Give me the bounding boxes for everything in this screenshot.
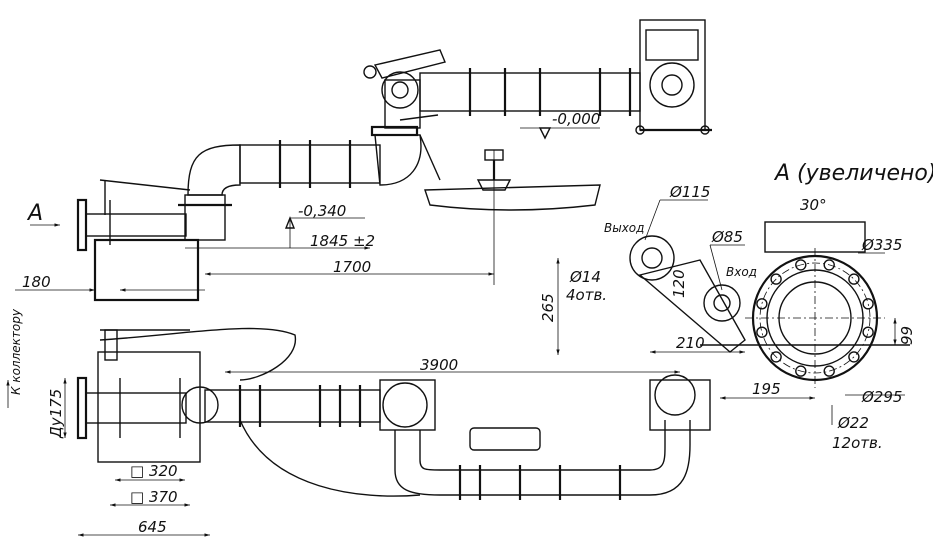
dimension-320: □ 320 [130,462,178,480]
bolt-hole [848,273,860,285]
section-label: A [26,201,43,226]
dimension-180: 180 [22,273,51,291]
dimension-295: Ø295 [861,388,902,406]
dimension-99: 99 [898,326,916,345]
dimension-370: □ 370 [130,488,178,506]
bolt-hole [823,365,835,377]
dimension-3900: 3900 [420,356,458,374]
dimension-22: Ø22 [837,414,869,432]
dimension-210: 210 [676,334,705,352]
outlet-label: Выход [604,221,644,235]
dimension-115: Ø115 [669,183,710,201]
bolt-hole [823,259,835,271]
bolt-hole [795,365,807,377]
dimension-1700: 1700 [333,258,371,276]
dimension-195: 195 [752,380,781,398]
dimension-30deg: 30° [800,196,827,214]
dimension-22-holes: 12отв. [832,434,883,452]
side-view [15,19,712,302]
dimension-85: Ø85 [711,228,743,246]
dimension-120: 120 [670,269,688,298]
dimension-14-holes: 4отв. [566,286,607,304]
bolt-hole [770,351,782,363]
to-collector-label: К коллектору [9,308,23,395]
dimension-265: 265 [539,293,557,322]
dimension-dy175: Ду175 [47,389,65,439]
inlet-label: Вход [726,265,757,279]
dimension-645: 645 [138,518,167,536]
bolt-hole [862,326,874,338]
elevation-mid: -0,340 [298,202,346,220]
plan-view [6,327,711,537]
bolt-hole [795,259,807,271]
detail-view-a [556,199,910,425]
dimension-1845: 1845 ±2 [310,232,375,250]
dimension-335: Ø335 [861,236,902,254]
elevation-top: -0,000 [552,110,600,128]
bolt-hole [770,273,782,285]
foundation-block [94,239,199,301]
view-title: A (увеличено) [773,161,933,186]
bolt-hole [756,326,768,338]
bolt-hole [756,298,768,310]
bolt-hole [848,351,860,363]
dimension-14: Ø14 [569,268,601,286]
bolt-hole [862,298,874,310]
